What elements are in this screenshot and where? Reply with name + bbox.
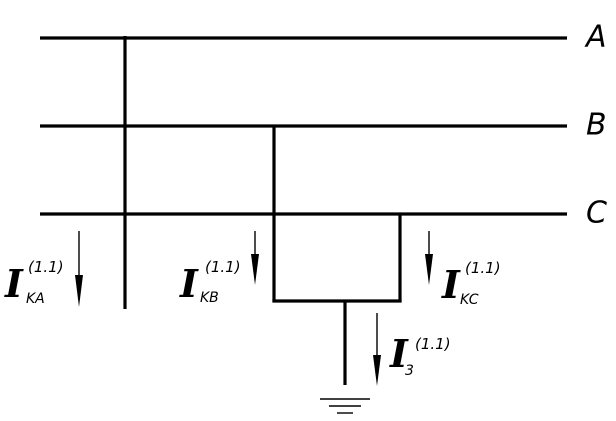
current-kb-subscript: KB [200,290,219,306]
current-ka-subscript: KA [26,291,45,307]
current-kc-subscript: KC [460,292,479,308]
phase-label-b: B [586,108,607,143]
current-label-kb: I KB (1.1) [179,258,241,306]
current-ground-symbol: I [389,331,409,376]
ground-symbol [320,398,370,414]
current-label-ground: I 3 (1.1) [389,331,451,379]
current-kc-symbol: I [441,262,461,307]
phase-label-a: A [584,20,607,55]
current-kc-superscript: (1.1) [465,259,501,277]
current-kb-symbol: I [179,261,199,306]
phase-label-c: C [586,196,607,231]
arrow-ground [373,313,381,386]
current-label-ka: I KA (1.1) [4,258,64,307]
current-ground-subscript: 3 [405,363,414,379]
current-label-kc: I KC (1.1) [441,259,501,308]
arrow-ka [75,231,83,307]
arrow-kc [425,231,433,285]
current-ground-superscript: (1.1) [415,335,451,353]
current-ka-superscript: (1.1) [28,258,64,276]
current-kb-superscript: (1.1) [205,258,241,276]
current-ka-symbol: I [4,261,24,306]
arrow-kb [251,231,259,285]
